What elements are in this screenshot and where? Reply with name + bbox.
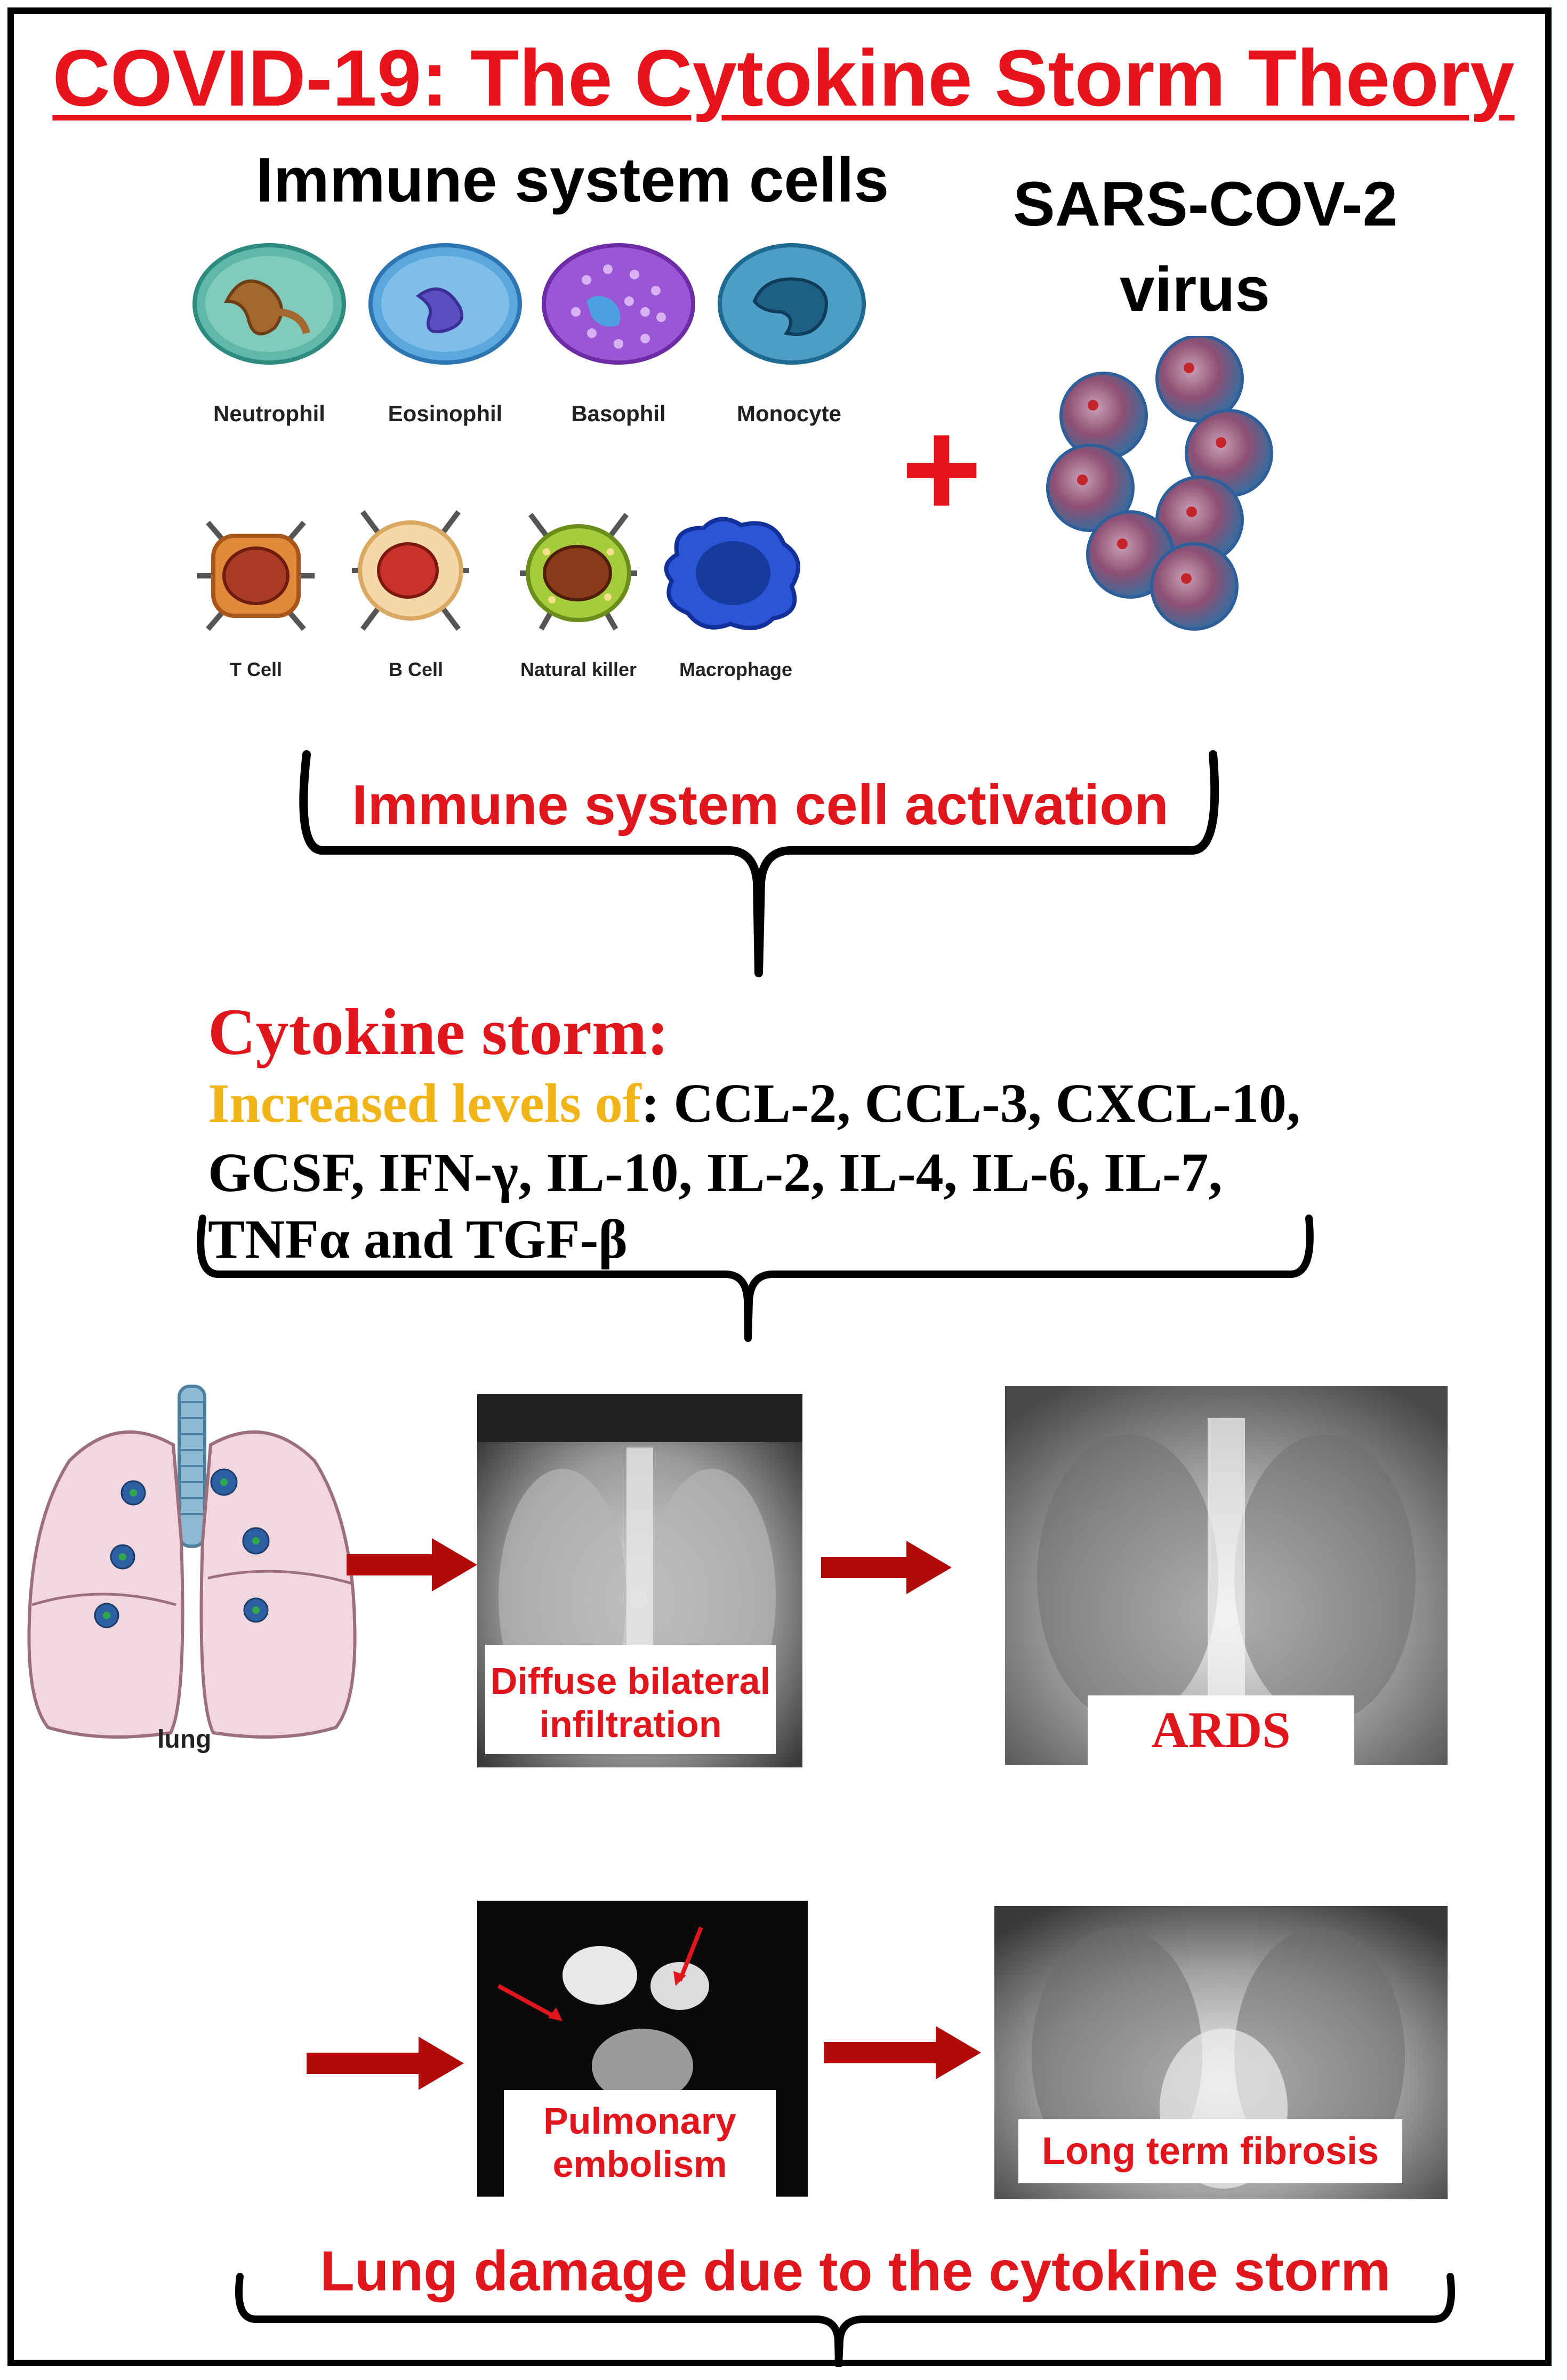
monocyte-label: Monocyte: [736, 401, 841, 426]
cytokine-line1-rest: : CCL-2, CCL-3, CXCL-10,: [641, 1073, 1300, 1134]
arrow-embolism-to-fibrosis: [824, 2026, 981, 2079]
b-cell-label: B Cell: [388, 658, 444, 680]
plus-symbol: +: [901, 392, 982, 546]
pulmonary-embolism-label: Pulmonary embolism: [504, 2090, 776, 2199]
eosinophil-icon: [368, 243, 522, 365]
diagram-title: COVID-19: The Cytokine Storm Theory: [52, 33, 1515, 123]
eosinophil-label: Eosinophil: [388, 401, 503, 426]
diffuse-infiltration-label: Diffuse bilateral infiltration: [485, 1645, 776, 1754]
activation-label: Immune system cell activation: [352, 774, 1169, 837]
lung-illustration-icon: [27, 1385, 357, 1739]
increased-levels-prefix: Increased levels of: [208, 1073, 641, 1134]
t-cell-icon: [197, 520, 315, 631]
embolism-label-line2: embolism: [552, 2143, 727, 2185]
monocyte-icon: [718, 243, 866, 365]
fibrosis-label: Long term fibrosis: [1018, 2119, 1402, 2183]
arrow-infiltration-to-ards: [821, 1541, 952, 1594]
basophil-icon: [542, 243, 695, 365]
immune-cells-heading: Immune system cells: [256, 145, 889, 215]
arrow-lung-to-infiltration: [347, 1538, 477, 1591]
cytokine-brace: [197, 1215, 1314, 1342]
outer-frame: [7, 7, 1552, 2366]
natural-killer-label: Natural killer: [520, 658, 637, 680]
neutrophil-icon: [192, 243, 346, 365]
b-cell-icon: [352, 510, 469, 631]
macrophage-icon: [664, 517, 800, 630]
arrow-to-embolism: [307, 2037, 464, 2090]
lung-damage-label: Lung damage due to the cytokine storm: [320, 2240, 1391, 2303]
ards-label: ARDS: [1088, 1695, 1354, 1765]
natural-killer-icon: [520, 513, 637, 631]
neutrophil-label: Neutrophil: [213, 401, 325, 426]
virus-heading-line2: virus: [1120, 254, 1271, 325]
cytokine-line1: Increased levels of: CCL-2, CCL-3, CXCL-…: [208, 1072, 1300, 1135]
t-cell-label: T Cell: [229, 658, 282, 680]
embolism-label-line1: Pulmonary: [543, 2100, 736, 2142]
cytokine-line3: TNFα and TGF-β: [208, 1209, 628, 1270]
activation-brace: [299, 750, 1219, 977]
lung-label: lung: [157, 1725, 212, 1754]
cytokine-storm-heading: Cytokine storm:: [208, 995, 669, 1068]
cytokine-line2: GCSF, IFN-γ, IL-10, IL-2, IL-4, IL-6, IL…: [208, 1142, 1223, 1203]
diffuse-label-line1: Diffuse bilateral: [490, 1660, 771, 1702]
basophil-label: Basophil: [571, 401, 666, 426]
diffuse-label-line2: infiltration: [539, 1703, 722, 1745]
macrophage-label: Macrophage: [679, 658, 793, 680]
lung-damage-brace: [235, 2273, 1455, 2367]
virus-heading-line1: SARS-COV-2: [1013, 169, 1398, 239]
virus-cluster-icon: [1046, 336, 1273, 631]
